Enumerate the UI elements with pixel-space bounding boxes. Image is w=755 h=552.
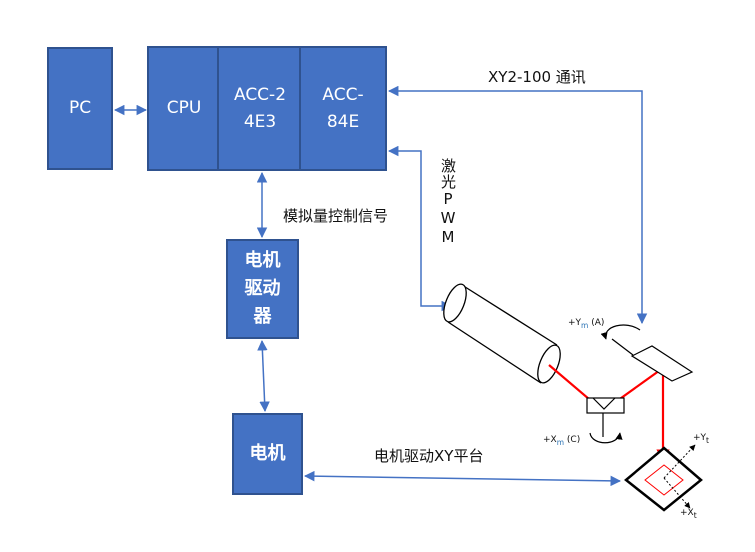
analog-signal-label: 模拟量控制信号 [283,207,389,225]
acc-84e-line1: ACC- [322,85,364,106]
motor-stage-connector [303,470,622,487]
motor-driver-block: 电机 驱动 器 [226,239,299,339]
laser-pwm-connector [387,145,453,312]
motor-block: 电机 [232,413,303,495]
cpu-cell: CPU [149,48,219,169]
x-mirror [586,397,625,444]
xy-workpiece [624,444,703,512]
laser-tube [443,283,561,384]
acc-24e3-cell: ACC-2 4E3 [219,48,301,169]
driver-line2: 驱动 [244,278,281,300]
xy2-connector [387,85,648,325]
cpu-label: CPU [166,98,202,119]
driver-motor-connector [257,339,270,413]
xm-axis-label: +Xm (C) [543,435,581,447]
divider-acc-acc [299,48,301,169]
y-mirror [600,324,694,382]
pc-label: PC [68,98,92,119]
pc-block: PC [47,47,113,170]
motor-label: 电机 [249,443,286,465]
xy2-100-label: XY2-100 通讯 [488,68,586,86]
xt-axis-label: +Xt [680,508,697,520]
laser-beam [548,364,670,463]
yt-axis-label: +Yt [693,433,709,445]
xy-stage-label: 电机驱动XY平台 [374,447,484,465]
divider-cpu-acc [217,48,219,169]
acc-84e-cell: ACC- 84E [301,48,385,169]
acc-24e3-line2: 4E3 [243,111,277,132]
driver-line3: 器 [253,305,272,327]
controller-block: CPU ACC-2 4E3 ACC- 84E [147,46,387,171]
driver-line1: 电机 [244,250,281,272]
laser-pwm-label: 激光PWM [439,158,457,247]
acc-24e3-line1: ACC-2 [233,85,287,106]
ym-axis-label: +Ym (A) [568,318,605,330]
acc-84e-line2: 84E [326,111,360,132]
